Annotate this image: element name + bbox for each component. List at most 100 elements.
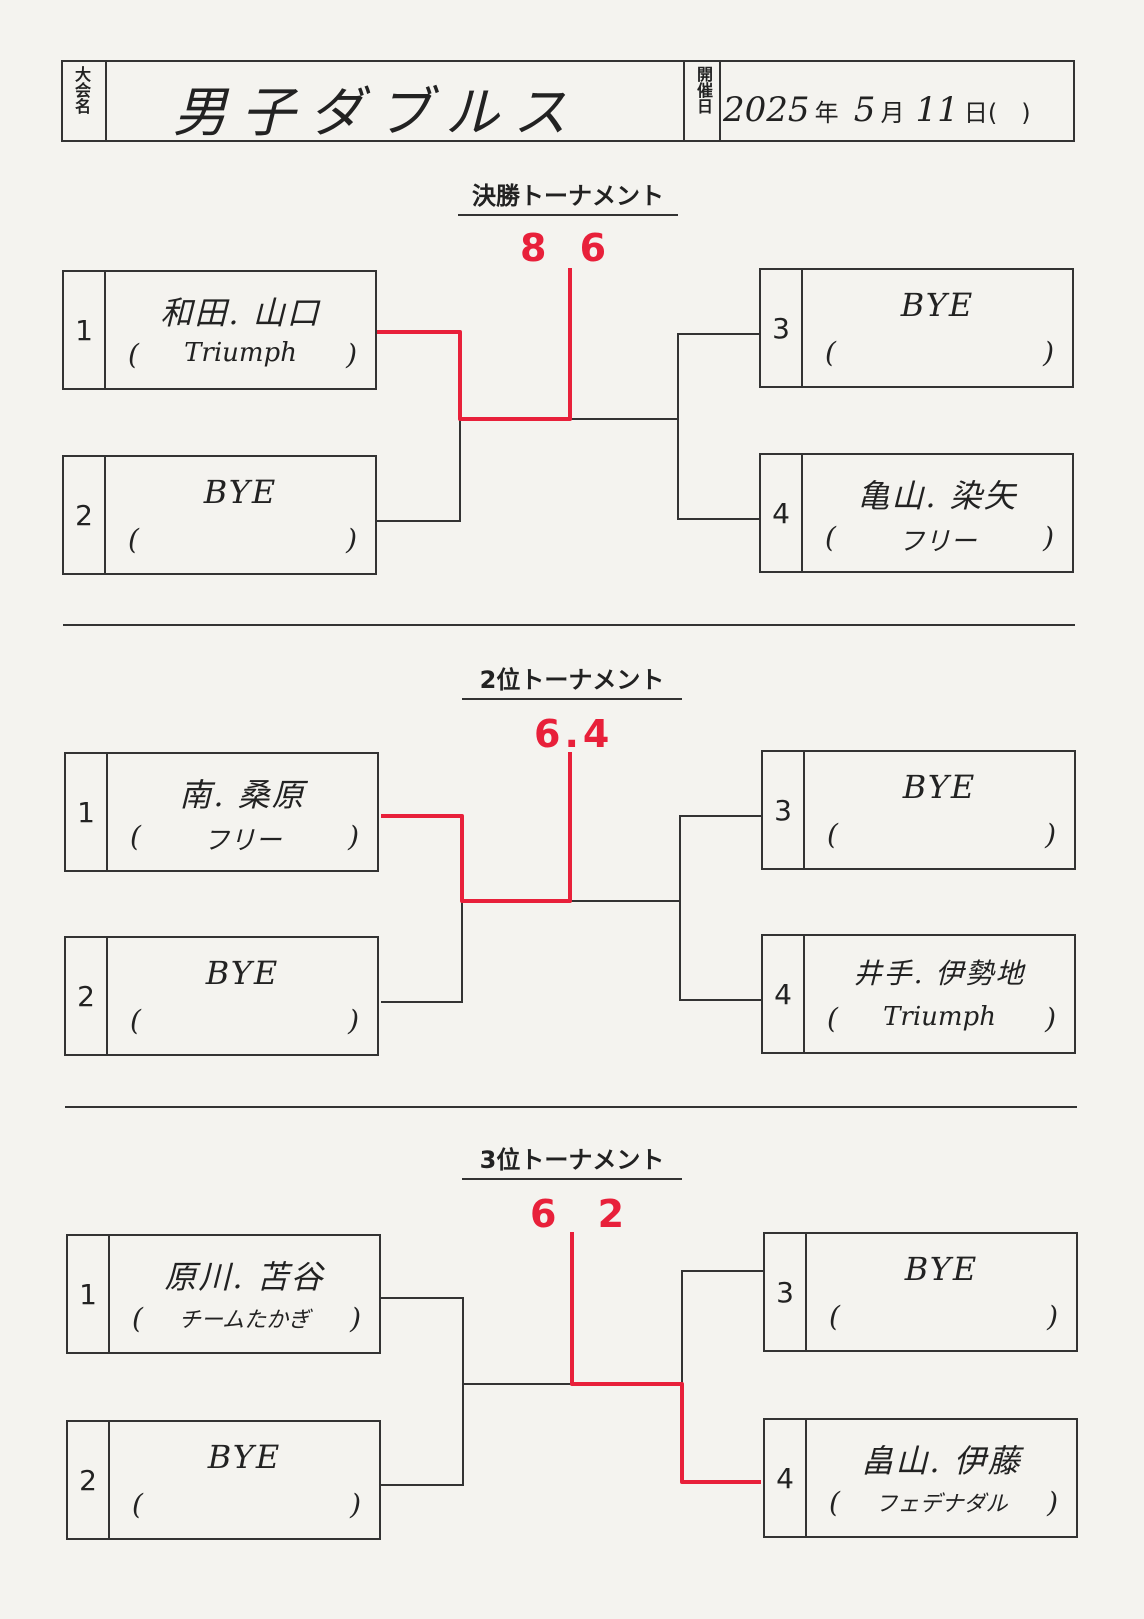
date-label-text: 開催日 [694,66,713,114]
team-slot: 4 畠山. 伊藤 ( フェデナダル ) [763,1418,1078,1538]
team-club: ( チームたかぎ ) [110,1302,379,1342]
team-club: ( Triumph ) [805,1002,1074,1042]
seed-number: 1 [64,272,106,388]
paren-close: ) [346,523,357,556]
paren-open: ( [128,338,139,371]
date-year-char: 年 [814,99,839,127]
team-club: ( ) [805,818,1074,858]
bracket-line [381,1297,464,1486]
seed-number: 3 [761,270,803,386]
event-name-label-text: 大会名 [72,66,91,114]
team-club: ( フリー ) [108,820,377,860]
paren-close: ) [348,820,359,853]
seed-number: 4 [765,1420,807,1536]
winner-line [377,268,572,421]
paren-close: ) [1045,818,1056,851]
team-club: ( ) [108,1004,377,1044]
paren-open: ( [825,521,836,554]
team-names: 井手. 伊勢地 [853,957,1026,990]
team-names: BYE [904,1250,979,1288]
date-label: 開催日 [685,66,721,120]
paren-close: ) [350,1488,361,1521]
section-title: 2位トーナメント [462,660,682,700]
team-names: 原川. 苫谷 [164,1258,325,1296]
event-header: 大会名 男子ダブルス 開催日 2025 年 5 月 11 日( ) [61,60,1075,144]
paren-open: ( [130,820,141,853]
winner-line [381,752,572,903]
paren-close: ) [350,1302,361,1335]
team-names: BYE [207,1438,282,1476]
paren-open: ( [132,1302,143,1335]
team-names: BYE [900,286,975,324]
team-slot: 3 BYE ( ) [763,1232,1078,1352]
paren-open: ( [827,818,838,851]
event-name-label: 大会名 [63,66,99,120]
paren-open: ( [829,1486,840,1519]
team-slot: 4 亀山. 染矢 ( フリー ) [759,453,1074,573]
seed-number: 3 [765,1234,807,1350]
paren-close: ) [346,338,357,371]
seed-number: 4 [761,455,803,571]
seed-number: 2 [64,457,106,573]
team-slot: 1 和田. 山口 ( Triumph ) [62,270,377,390]
header-divider [719,62,721,140]
club-name: Triumph [883,1002,996,1032]
bracket-line [681,1270,763,1384]
final-score: 6 2 [530,1192,639,1236]
paren-close: ) [348,1004,359,1037]
bracket-line [679,815,761,1001]
team-names: 畠山. 伊藤 [861,1442,1022,1480]
paren-open: ( [825,336,836,369]
team-names: 和田. 山口 [160,294,321,332]
paren-open: ( [128,523,139,556]
paren-close: ) [1043,336,1054,369]
bracket-line [377,419,461,522]
final-score: 8 6 [520,226,617,270]
seed-number: 1 [68,1236,110,1352]
team-names: 亀山. 染矢 [857,477,1018,515]
team-club: ( フリー ) [803,521,1072,561]
paren-open: ( [130,1004,141,1037]
seed-number: 2 [68,1422,110,1538]
section-title: 決勝トーナメント [458,176,678,216]
team-slot: 2 BYE ( ) [66,1420,381,1540]
club-name: チームたかぎ [178,1308,311,1333]
paren-close: ) [1047,1300,1058,1333]
bracket-line [381,901,463,1003]
team-names: BYE [205,954,280,992]
bracket-line [677,333,759,520]
date-month-char: 月 [880,99,905,127]
event-date: 2025 年 5 月 11 日( ) [723,90,1031,130]
team-slot: 1 原川. 苫谷 ( チームたかぎ ) [66,1234,381,1354]
section-divider [65,1106,1077,1108]
team-slot: 3 BYE ( ) [761,750,1076,870]
date-day: 11 [915,90,959,130]
seed-number: 2 [66,938,108,1054]
date-day-char: 日( ) [963,99,1031,127]
team-slot: 1 南. 桑原 ( フリー ) [64,752,379,872]
header-divider [105,62,107,140]
team-club: ( フェデナダル ) [807,1486,1076,1526]
section-title: 3位トーナメント [462,1140,682,1180]
club-name: フリー [898,527,977,557]
section-divider [63,624,1075,626]
team-slot: 4 井手. 伊勢地 ( Triumph ) [761,934,1076,1054]
team-slot: 3 BYE ( ) [759,268,1074,388]
team-names: 南. 桑原 [179,776,306,814]
final-score: 6.4 [534,712,614,756]
team-names: BYE [902,768,977,806]
seed-number: 3 [763,752,805,868]
team-club: ( Triumph ) [106,338,375,378]
club-name: フェデナダル [875,1492,1008,1517]
club-name: フリー [203,826,282,856]
winner-line [570,1232,761,1484]
event-name: 男子ダブルス [173,81,581,144]
date-month: 5 [853,90,876,130]
paren-open: ( [132,1488,143,1521]
paren-open: ( [829,1300,840,1333]
team-slot: 2 BYE ( ) [62,455,377,575]
team-club: ( ) [110,1488,379,1528]
date-year: 2025 [723,90,810,130]
paren-close: ) [1045,1002,1056,1035]
